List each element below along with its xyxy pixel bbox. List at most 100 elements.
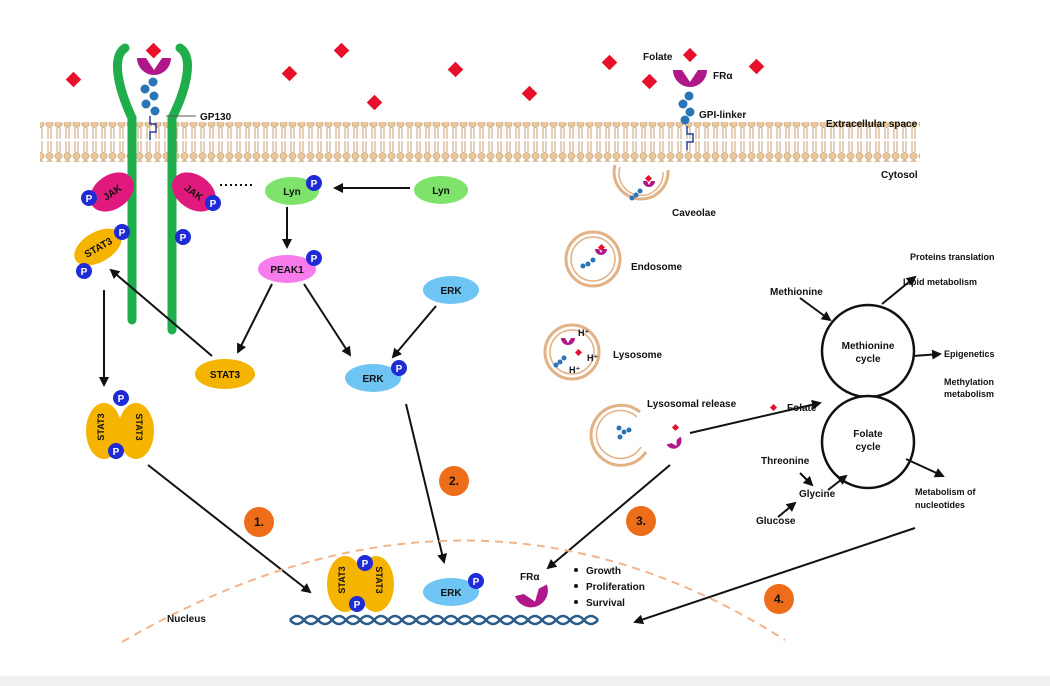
step-badges: 1. 2. 3. 4. (244, 466, 794, 614)
svg-text:3.: 3. (636, 514, 646, 528)
glucose-label: Glucose (756, 516, 796, 527)
folate-diamond (641, 73, 658, 90)
svg-text:4.: 4. (774, 592, 784, 606)
folate-diamond (333, 42, 350, 59)
outcome-item: Proliferation (586, 582, 645, 593)
svg-text:STAT3: STAT3 (210, 370, 241, 381)
linker-bead (678, 99, 688, 109)
folate-diamond (366, 94, 383, 111)
threonine-label: Threonine (761, 456, 810, 467)
proteins-translation-label: Proteins translation (910, 252, 995, 262)
svg-text:P: P (362, 559, 369, 570)
caveolae: Caveolae (612, 164, 716, 219)
lyn-inactive: Lyn (414, 176, 468, 204)
svg-text:cycle: cycle (855, 442, 880, 453)
stat3-receptor-bound: STAT3 (74, 228, 122, 266)
bottom-strip (0, 676, 1050, 686)
svg-text:STAT3: STAT3 (374, 566, 384, 593)
svg-text:1.: 1. (254, 515, 264, 529)
outcomes-list: Growth Proliferation Survival (574, 566, 645, 609)
gpi-linker-label: GPI-linker (699, 110, 746, 121)
folate-diamond (682, 47, 698, 63)
step-badge-3 (626, 506, 656, 536)
folate-diamond (146, 43, 162, 59)
linker-anchor (149, 116, 157, 140)
svg-text:P: P (81, 267, 88, 278)
svg-text:P: P (311, 179, 318, 190)
svg-text:STAT3: STAT3 (96, 413, 106, 440)
linker-bead (148, 77, 158, 87)
fr-alpha-cup (673, 70, 707, 87)
lysosomal-release: Lysosomal release (589, 399, 737, 467)
folate-released-label: Folate (787, 403, 817, 414)
gp130-receptor: GP130 (113, 43, 232, 335)
svg-text:ERK: ERK (440, 286, 462, 297)
jak-left: JAK (90, 172, 134, 212)
folate-diamond (769, 403, 778, 412)
endosome-label: Endosome (631, 262, 683, 273)
folate-label-top: Folate (643, 52, 673, 63)
glycine-label: Glycine (799, 489, 836, 500)
erk-nucleus: ERK (423, 578, 479, 606)
svg-text:Lyn: Lyn (283, 187, 300, 198)
svg-text:P: P (311, 254, 318, 265)
stat3-cytoplasm: STAT3 (195, 359, 255, 389)
plasma-membrane (40, 122, 920, 162)
fr-alpha-gpi: Folate FRα GPI-linker (643, 52, 746, 150)
methionine-label: Methionine (770, 287, 823, 298)
svg-text:P: P (396, 364, 403, 375)
nucleotides-label: Metabolism of (915, 487, 977, 497)
erk-inactive: ERK (423, 276, 479, 304)
svg-text:2.: 2. (449, 474, 459, 488)
folate-diamond (65, 71, 82, 88)
svg-text:Methionine: Methionine (842, 341, 895, 352)
svg-text:cycle: cycle (855, 354, 880, 365)
step-badge-4 (764, 584, 794, 614)
svg-text:P: P (180, 233, 187, 244)
svg-text:Folate: Folate (853, 429, 883, 440)
lyn-active: Lyn (265, 177, 319, 205)
step-badge-1 (244, 507, 274, 537)
dna-helix (289, 614, 599, 626)
methionine-cycle: Methionine cycle (820, 303, 916, 399)
fr-alpha-label: FRα (713, 71, 733, 82)
nucleus-label: Nucleus (167, 614, 206, 625)
signaling-arrows (99, 183, 447, 594)
lipid-metabolism-label: Lipid metabolism (903, 277, 977, 287)
svg-text:PEAK1: PEAK1 (270, 265, 304, 276)
svg-text:P: P (113, 447, 120, 458)
methylation-label: Methylation (944, 377, 994, 387)
svg-text:P: P (118, 394, 125, 405)
lysosome: H⁺ H⁺ H⁺ Lysosome (543, 323, 663, 381)
epigenetics-label: Epigenetics (944, 349, 995, 359)
peak1: PEAK1 (258, 255, 316, 283)
svg-text:P: P (210, 199, 217, 210)
folate-diamond (521, 85, 538, 102)
endosome: Endosome (564, 230, 683, 288)
fr-alpha-nucleus: FRα (514, 572, 548, 608)
svg-text:H⁺: H⁺ (587, 353, 598, 363)
svg-text:Lyn: Lyn (432, 186, 449, 197)
fr-alpha-nucleus-label: FRα (520, 572, 540, 583)
outcome-item: Survival (586, 598, 625, 609)
nucleotides-label-2: nucleotides (915, 500, 965, 510)
folate-diamond (601, 54, 618, 71)
jak-right: JAK (172, 172, 216, 212)
lysosome-label: Lysosome (613, 350, 663, 361)
gp130-left-arm (113, 43, 137, 325)
svg-text:ERK: ERK (440, 588, 462, 599)
caveolae-label: Caveolae (672, 208, 716, 219)
linker-bead (141, 99, 151, 109)
svg-text:STAT3: STAT3 (134, 413, 144, 440)
folate-cycle: Folate cycle (820, 394, 916, 490)
phospho-group: P P P P P P P P P P P P P (76, 175, 484, 612)
linker-bead (150, 106, 160, 116)
cytosol-label: Cytosol (881, 170, 918, 181)
linker-bead (684, 91, 694, 101)
gp130-right-arm (167, 43, 192, 335)
step-badge-2 (439, 466, 469, 496)
linker-bead (149, 91, 159, 101)
fr-alpha-cup (137, 58, 171, 75)
svg-text:P: P (473, 577, 480, 588)
